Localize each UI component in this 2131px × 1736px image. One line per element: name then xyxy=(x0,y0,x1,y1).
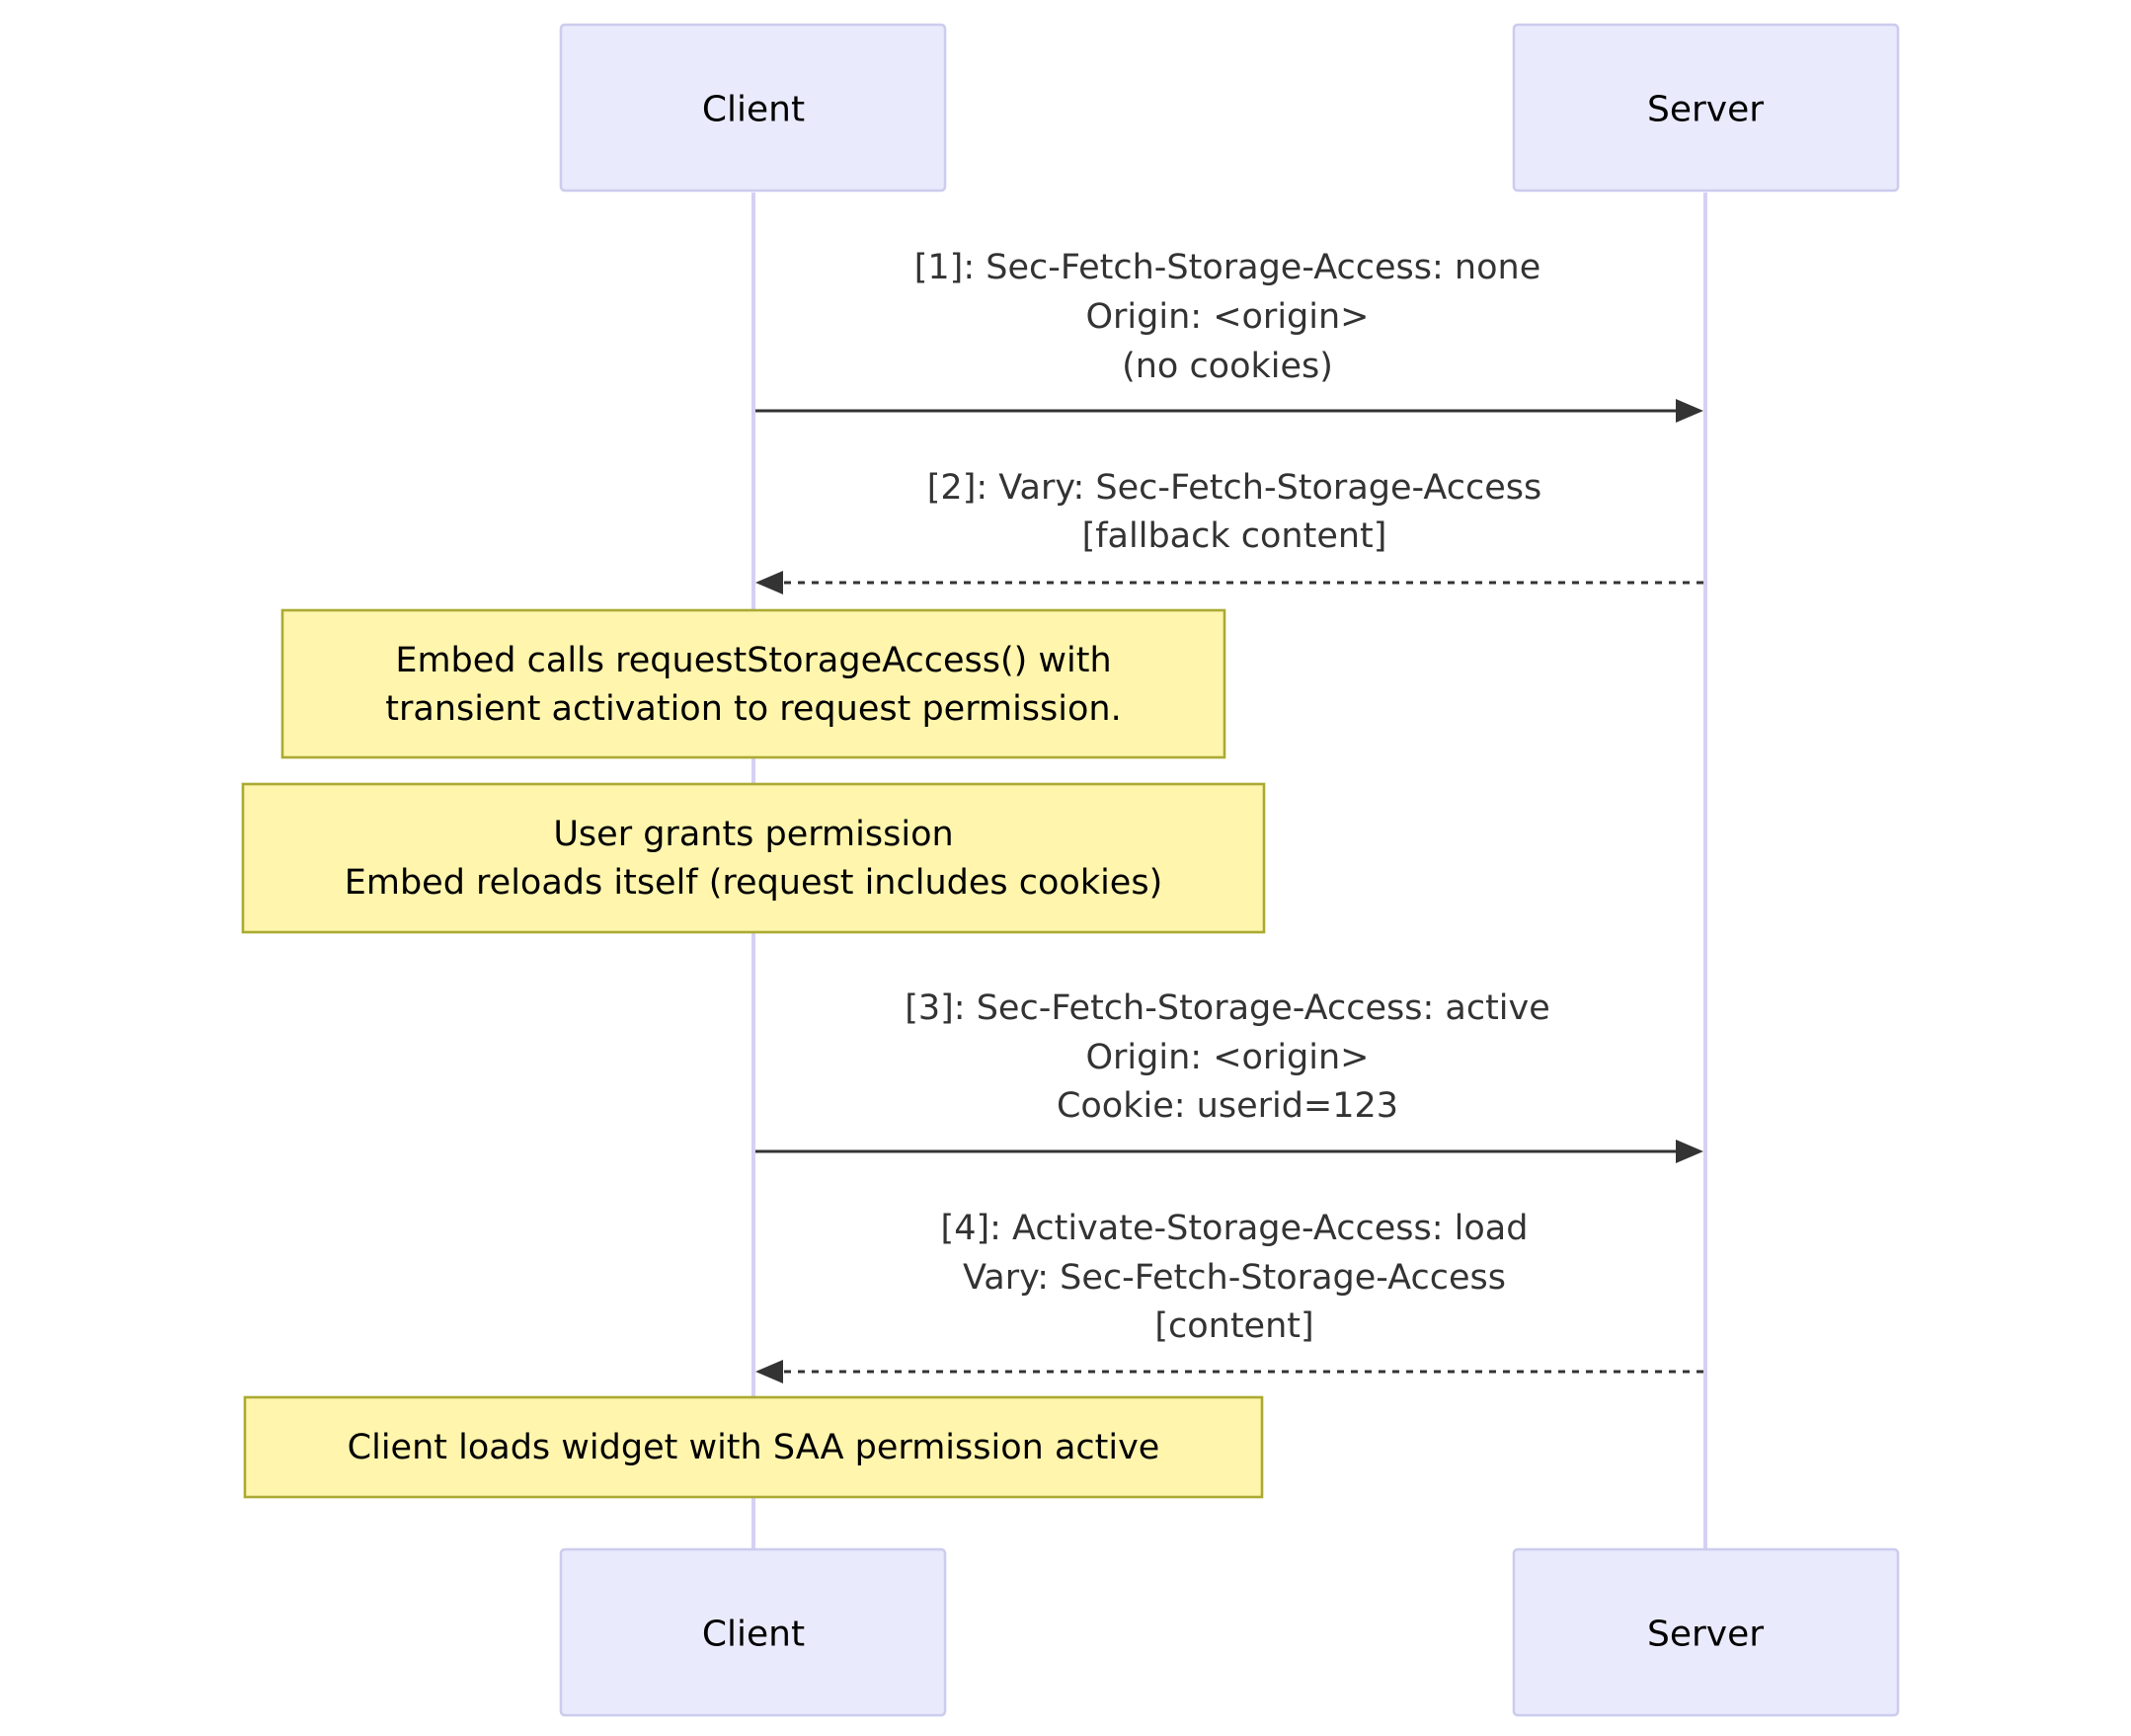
actor-server-top: Server xyxy=(1512,23,1900,193)
message-2-line-1: [2]: Vary: Sec-Fetch-Storage-Access xyxy=(927,468,1541,508)
message-4-line-1: [4]: Activate-Storage-Access: load xyxy=(941,1209,1529,1248)
actor-server-bottom-label: Server xyxy=(1647,1615,1764,1655)
message-1-arrowhead xyxy=(1676,399,1703,423)
note-2-line-2: Embed reloads itself (request includes c… xyxy=(345,863,1162,903)
actor-client-bottom-label: Client xyxy=(702,1615,805,1655)
note-1-line-1: Embed calls requestStorageAccess() with xyxy=(395,641,1111,680)
message-2-arrowhead xyxy=(755,571,783,594)
message-4-line-3: [content] xyxy=(1154,1306,1313,1346)
note-3-line-1: Client loads widget with SAA permission … xyxy=(348,1428,1160,1467)
note-1-line-2: transient activation to request permissi… xyxy=(385,689,1121,729)
actor-client-top: Client xyxy=(559,23,947,193)
actor-server-bottom: Server xyxy=(1512,1547,1900,1717)
message-3-line-1: [3]: Sec-Fetch-Storage-Access: active xyxy=(905,988,1550,1028)
note-2: User grants permission Embed reloads its… xyxy=(241,782,1266,934)
message-3-arrowhead xyxy=(1676,1140,1703,1163)
message-1-line-3: (no cookies) xyxy=(1122,347,1333,386)
message-4: [4]: Activate-Storage-Access: load Vary:… xyxy=(755,1209,1703,1383)
message-2-line-2: [fallback content] xyxy=(1082,516,1387,556)
message-4-line-2: Vary: Sec-Fetch-Storage-Access xyxy=(963,1258,1506,1298)
message-3: [3]: Sec-Fetch-Storage-Access: active Or… xyxy=(755,988,1703,1163)
actor-server-top-label: Server xyxy=(1647,90,1764,130)
note-1: Embed calls requestStorageAccess() with … xyxy=(280,608,1226,759)
message-3-line-2: Origin: <origin> xyxy=(1085,1038,1369,1077)
message-1-line-1: [1]: Sec-Fetch-Storage-Access: none xyxy=(914,248,1541,287)
actor-client-top-label: Client xyxy=(702,90,805,130)
message-3-line-3: Cookie: userid=123 xyxy=(1057,1086,1398,1126)
message-1-line-2: Origin: <origin> xyxy=(1085,297,1369,337)
message-1: [1]: Sec-Fetch-Storage-Access: none Orig… xyxy=(755,248,1703,423)
actor-client-bottom: Client xyxy=(559,1547,947,1717)
message-4-arrowhead xyxy=(755,1360,783,1383)
note-3: Client loads widget with SAA permission … xyxy=(243,1395,1264,1499)
note-2-line-1: User grants permission xyxy=(553,815,953,854)
message-2: [2]: Vary: Sec-Fetch-Storage-Access [fal… xyxy=(755,468,1703,594)
